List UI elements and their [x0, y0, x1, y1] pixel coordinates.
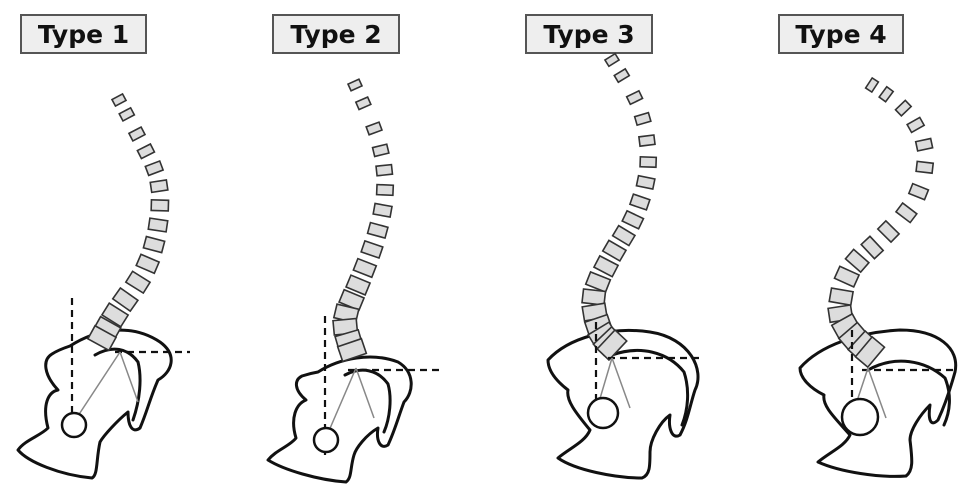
sacrum-outline	[95, 349, 140, 420]
vertebra	[636, 176, 654, 189]
vertebra	[148, 218, 167, 232]
vertebra	[126, 271, 150, 293]
vertebra	[348, 79, 362, 91]
femoral-head	[62, 413, 86, 437]
spine-figure-1	[18, 94, 190, 478]
sacral-line	[612, 358, 630, 408]
vertebra	[373, 144, 389, 156]
vertebra	[143, 236, 164, 252]
vertebra	[866, 78, 879, 92]
spine-figure-2	[268, 79, 440, 482]
vertebra	[373, 203, 392, 217]
vertebra	[916, 139, 933, 151]
pelvis-outline	[268, 357, 411, 482]
vertebra	[834, 266, 859, 287]
vertebra	[136, 254, 159, 273]
vertebra	[878, 221, 899, 242]
vertebra	[861, 236, 883, 258]
vertebra	[145, 161, 163, 175]
vertebra	[376, 165, 392, 176]
vertebra	[151, 200, 168, 211]
vertebra	[916, 161, 933, 173]
vertebra	[845, 249, 868, 272]
sacral-line	[356, 368, 374, 418]
vertebra	[137, 144, 154, 159]
vertebra	[639, 135, 655, 146]
spine-figure-4	[800, 78, 956, 476]
vertebra	[622, 211, 643, 229]
vertebra	[119, 108, 134, 121]
vertebra	[613, 226, 635, 246]
vertebra	[879, 87, 893, 102]
vertebra	[366, 122, 382, 135]
femoral-head	[588, 398, 618, 428]
vertebra	[129, 127, 145, 141]
vertebra	[353, 259, 376, 278]
vertebra	[907, 117, 924, 132]
spine-figure-3	[548, 54, 700, 478]
vertebra	[112, 94, 126, 106]
vertebra	[150, 180, 168, 192]
vertebra	[603, 240, 626, 261]
vertebra	[627, 91, 643, 104]
vertebra	[361, 241, 383, 258]
vertebra	[582, 289, 605, 305]
vertebra	[356, 97, 371, 110]
vertebra	[377, 185, 394, 196]
femoral-head	[842, 399, 878, 435]
femoral-head	[314, 428, 338, 452]
vertebra	[614, 69, 629, 82]
vertebra	[605, 54, 619, 67]
vertebra	[896, 203, 917, 223]
pelvis-outline	[18, 330, 171, 478]
vertebra	[895, 100, 911, 116]
vertebra	[630, 194, 650, 210]
vertebra	[640, 157, 656, 167]
vertebra	[635, 113, 651, 126]
vertebra	[368, 223, 388, 239]
vertebra	[829, 288, 853, 305]
vertebra	[594, 256, 618, 277]
vertebra	[909, 184, 929, 200]
